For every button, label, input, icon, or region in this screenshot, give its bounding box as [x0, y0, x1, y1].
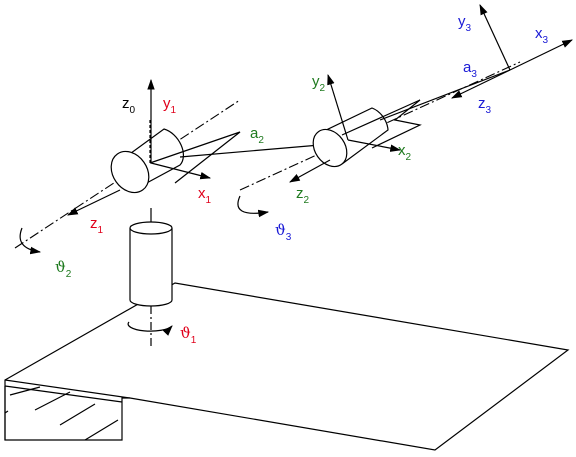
base-column	[129, 208, 173, 346]
theta1-rotation-arrow	[127, 321, 173, 336]
link-a2-line	[179, 144, 321, 158]
label-z3-main: z	[478, 95, 486, 112]
z2-axis	[289, 159, 331, 183]
label-x3-sub: 3	[543, 35, 549, 46]
theta3-rotation-arrow	[237, 195, 270, 218]
x3-axis	[509, 39, 573, 71]
label-x2-main: x	[398, 142, 406, 159]
table-leg-hatch	[4, 386, 119, 441]
y3-axis	[479, 4, 511, 71]
label-z1-main: z	[90, 215, 98, 232]
label-theta1-main: ϑ	[180, 324, 191, 342]
label-y3-main: y	[458, 13, 466, 30]
label-theta2-main: ϑ	[55, 258, 66, 276]
label-y2-main: y	[312, 73, 320, 90]
label-y1-sub: 1	[171, 105, 177, 116]
table-front-bottom	[4, 385, 123, 403]
label-y2-sub: 2	[320, 83, 326, 94]
link-a3-line	[379, 69, 511, 121]
label-theta3-main: ϑ	[275, 221, 286, 239]
label-a2-main: a	[250, 125, 259, 142]
y2-axis	[327, 73, 349, 141]
table	[4, 282, 570, 451]
label-y3-sub: 3	[466, 23, 472, 34]
label-x1: x1	[198, 185, 212, 206]
label-z3: z3	[478, 95, 492, 116]
label-z2-main: z	[296, 185, 304, 202]
label-z0-main: z	[122, 95, 130, 112]
label-theta1: ϑ1	[180, 324, 197, 346]
label-x1-main: x	[198, 185, 206, 202]
label-z2-sub: 2	[304, 195, 310, 206]
joint2-cylinder	[110, 120, 241, 194]
label-theta1-sub: 1	[191, 335, 197, 346]
label-a3: a3	[463, 59, 477, 80]
label-z3-sub: 3	[486, 105, 492, 116]
label-y1-main: y	[163, 95, 171, 112]
label-z1: z1	[90, 215, 104, 236]
joint3-cylinder	[312, 99, 422, 168]
label-x3-main: x	[535, 25, 543, 42]
z1-axis	[67, 189, 121, 216]
label-y3: y3	[458, 13, 472, 34]
label-x1-sub: 1	[206, 195, 212, 206]
label-z2: z2	[296, 185, 310, 206]
label-y1: y1	[163, 95, 177, 116]
theta2-rotation-arrow	[19, 227, 42, 255]
label-z0-sub: 0	[130, 105, 136, 116]
x2-axis	[347, 139, 402, 152]
z3-axis	[451, 69, 511, 99]
label-a3-main: a	[463, 59, 472, 76]
label-theta2-sub: 2	[66, 269, 72, 280]
label-theta3-sub: 3	[286, 232, 292, 243]
label-a2: a2	[250, 125, 264, 146]
label-a2-sub: 2	[258, 135, 264, 146]
label-theta3: ϑ3	[275, 221, 292, 243]
label-x2: x2	[398, 142, 412, 163]
label-a3-sub: 3	[471, 69, 477, 80]
label-y2: y2	[312, 73, 326, 94]
label-x3: x3	[535, 25, 549, 46]
label-z0: z0	[122, 95, 136, 116]
label-x2-sub: 2	[406, 152, 412, 163]
label-z1-sub: 1	[98, 225, 104, 236]
label-theta2: ϑ2	[55, 258, 72, 280]
table-edge	[4, 379, 131, 399]
x1-axis	[150, 162, 212, 180]
table-top	[4, 282, 570, 451]
